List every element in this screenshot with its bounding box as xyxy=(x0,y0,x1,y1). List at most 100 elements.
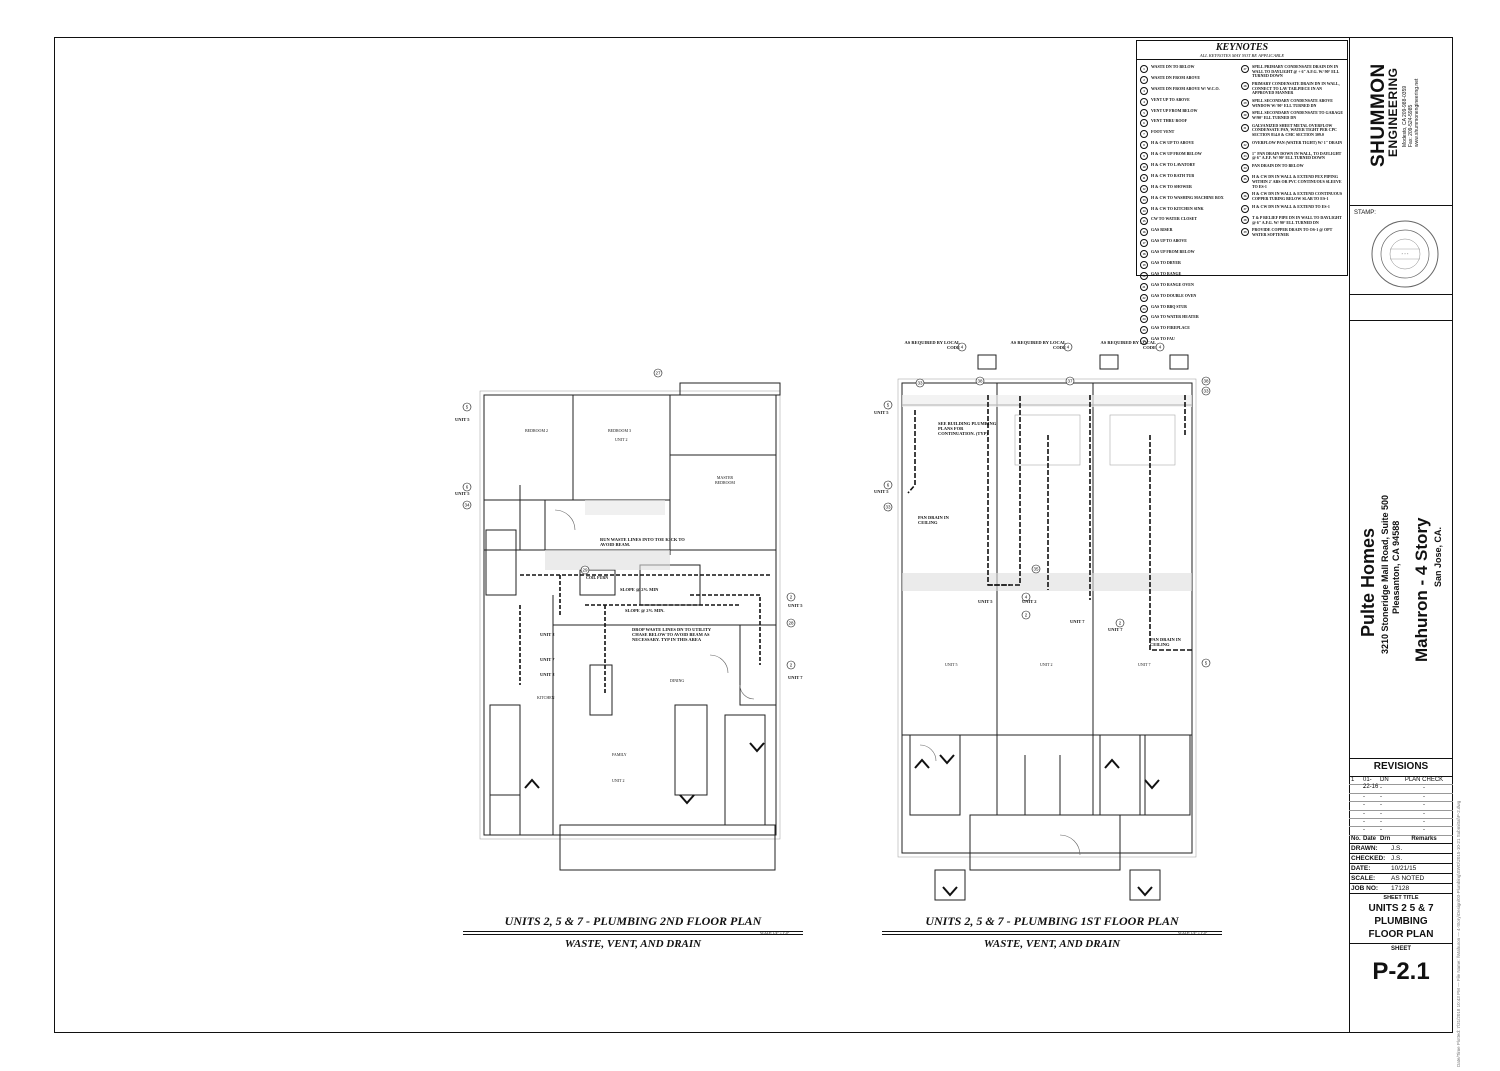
keynote-number: 29 xyxy=(1241,98,1249,107)
keynote-number: 26 xyxy=(1140,337,1148,346)
project-info-row: DATE:10/21/15 xyxy=(1349,864,1453,875)
unit-label: UNIT 2 xyxy=(540,632,555,637)
keynote-text: H & CW TO SHOWER xyxy=(1151,183,1192,189)
keynote-text: H & CW UP TO ABOVE xyxy=(1151,140,1195,146)
room-label: DINING xyxy=(670,678,685,683)
keynote-text: T & P RELIEF PIPE DN IN WALL TO DAYLIGHT… xyxy=(1252,214,1342,225)
keynote-text: SPILL SECONDARY CONDENSATE ABOVE WINDOW … xyxy=(1252,97,1333,108)
room-label: FAMILY xyxy=(612,752,627,757)
revision-date: - xyxy=(1363,827,1365,834)
revision-remarks: - xyxy=(1423,810,1425,817)
project-info-row: DRAWN:J.S. xyxy=(1349,844,1453,855)
plan-note: PAN DRAIN IN CEILING xyxy=(918,515,949,526)
keynotes-box: KEYNOTES ALL KEYNOTES MAY NOT BE APPLICA… xyxy=(1136,40,1348,346)
keynote-text: GAS RISER xyxy=(1151,227,1173,233)
plan-note: DROP WASTE LINES DN TO UTILITY CHASE BEL… xyxy=(632,627,711,642)
rev-header-date: Date xyxy=(1363,835,1377,842)
keynote-number: 7 xyxy=(1140,130,1148,139)
svg-text:4: 4 xyxy=(1025,595,1028,600)
project-city: San Jose, CA. xyxy=(1433,526,1443,587)
plan-note: RUN WASTE LINES INTO TOE KICK TO AVOID B… xyxy=(600,537,685,547)
as-required-note: AS REQUIRED BY LOCAL CODE xyxy=(1100,340,1156,350)
keynote-number: 32 xyxy=(1241,140,1249,149)
keynote-text: SPILL SECONDARY CONDENSATE TO GARAGE W/9… xyxy=(1252,110,1344,120)
project-name: Mahuron - 4 Story xyxy=(1412,517,1431,662)
keynote-number: 25 xyxy=(1140,326,1148,335)
unit-label: UNIT 5 xyxy=(874,489,889,494)
revision-dn: - xyxy=(1380,793,1382,800)
keynote-text: PROVIDE COPPER DRAIN TO OS-1 @ OPT WATER… xyxy=(1252,227,1333,237)
keynote-text: WASTE DN FROM ABOVE W/ W.C.O. xyxy=(1151,85,1220,91)
keynote-number: 30 xyxy=(1241,111,1249,120)
plan-note: SLOPE @ 2% MIN xyxy=(620,587,659,592)
keynote-text: CW TO WATER CLOSET xyxy=(1151,216,1197,222)
svg-text:33: 33 xyxy=(917,381,923,386)
revision-date: - xyxy=(1363,793,1365,800)
keynote-text: WASTE DN FROM ABOVE xyxy=(1151,74,1201,80)
svg-text:4: 4 xyxy=(961,345,964,350)
revision-dn: - xyxy=(1380,802,1382,809)
unit-label: UNIT 7 xyxy=(788,675,803,680)
project-info-row: SCALE:AS NOTED xyxy=(1349,874,1453,885)
caption-underline xyxy=(463,931,803,932)
revision-row: --- xyxy=(1349,811,1453,819)
revision-row: --- xyxy=(1349,793,1453,803)
keynote-number: 8 xyxy=(1140,141,1148,150)
unit-label: UNIT 5 xyxy=(455,417,470,422)
keynote-number: 24 xyxy=(1140,315,1148,324)
unit-label: UNIT 2 xyxy=(1022,599,1037,604)
svg-text:* * *: * * * xyxy=(1402,252,1409,257)
plan-2nd-floor: 27 5 6 34 2 28 2 29 BEDROOM 2 BEDROOM 3 … xyxy=(440,365,820,885)
unit-label: UNIT 2 xyxy=(540,672,555,677)
keynote-number: 11 xyxy=(1140,173,1148,182)
plan-2nd-subtitle: WASTE, VENT, AND DRAIN xyxy=(564,938,702,950)
keynote-number: 35 xyxy=(1241,175,1249,184)
room-label: BEDROOM 3 xyxy=(608,428,632,433)
unit-label: UNIT 7 xyxy=(1108,627,1123,632)
keynote-text: H & CW UP FROM BELOW xyxy=(1151,151,1202,157)
keynote-text: H & CW TO KITCHEN SINK xyxy=(1151,205,1204,211)
keynote-text: FOOT VENT xyxy=(1151,129,1175,135)
keynote-number: 10 xyxy=(1140,163,1148,172)
keynote-text: GAS TO RANGE xyxy=(1151,270,1182,276)
unit-label: UNIT 7 xyxy=(1070,619,1085,624)
divider xyxy=(1350,294,1452,295)
rev-header-remarks: Remarks xyxy=(1411,835,1437,842)
drawing-sheet-border xyxy=(54,37,1453,1033)
title-block: SHUMMON ENGINEERING Modesto, CA 209-988-… xyxy=(1349,37,1461,1067)
keynote-text: GAS TO FIREPLACE xyxy=(1151,325,1190,331)
revision-date: - xyxy=(1363,802,1365,809)
info-value: 10/21/15 xyxy=(1391,865,1417,873)
rev-header-no: No. xyxy=(1351,835,1361,842)
info-value: J.S. xyxy=(1391,855,1403,863)
keynote-number: 28 xyxy=(1241,81,1249,90)
room-label: UNIT 2 xyxy=(612,778,625,783)
firm-name-2: ENGINEERING xyxy=(1386,67,1400,157)
keynote-number: 3 xyxy=(1140,86,1148,95)
keynote-number: 6 xyxy=(1140,119,1148,128)
firm-website: www.shummonengineering.net xyxy=(1414,78,1420,147)
svg-text:6: 6 xyxy=(887,483,890,488)
divider xyxy=(1350,320,1452,321)
info-label: CHECKED: xyxy=(1351,855,1386,863)
keynote-text: OVERFLOW PAN (WATER TIGHT) W/ 1" DRAIN xyxy=(1252,139,1343,145)
project-info-row: CHECKED: J.S. xyxy=(1349,854,1453,865)
plot-file-note: Date/Time Plotted: 7/31/2018 10:43 PM — … xyxy=(1456,800,1461,1067)
engineer-stamp: * * * xyxy=(1370,219,1440,294)
